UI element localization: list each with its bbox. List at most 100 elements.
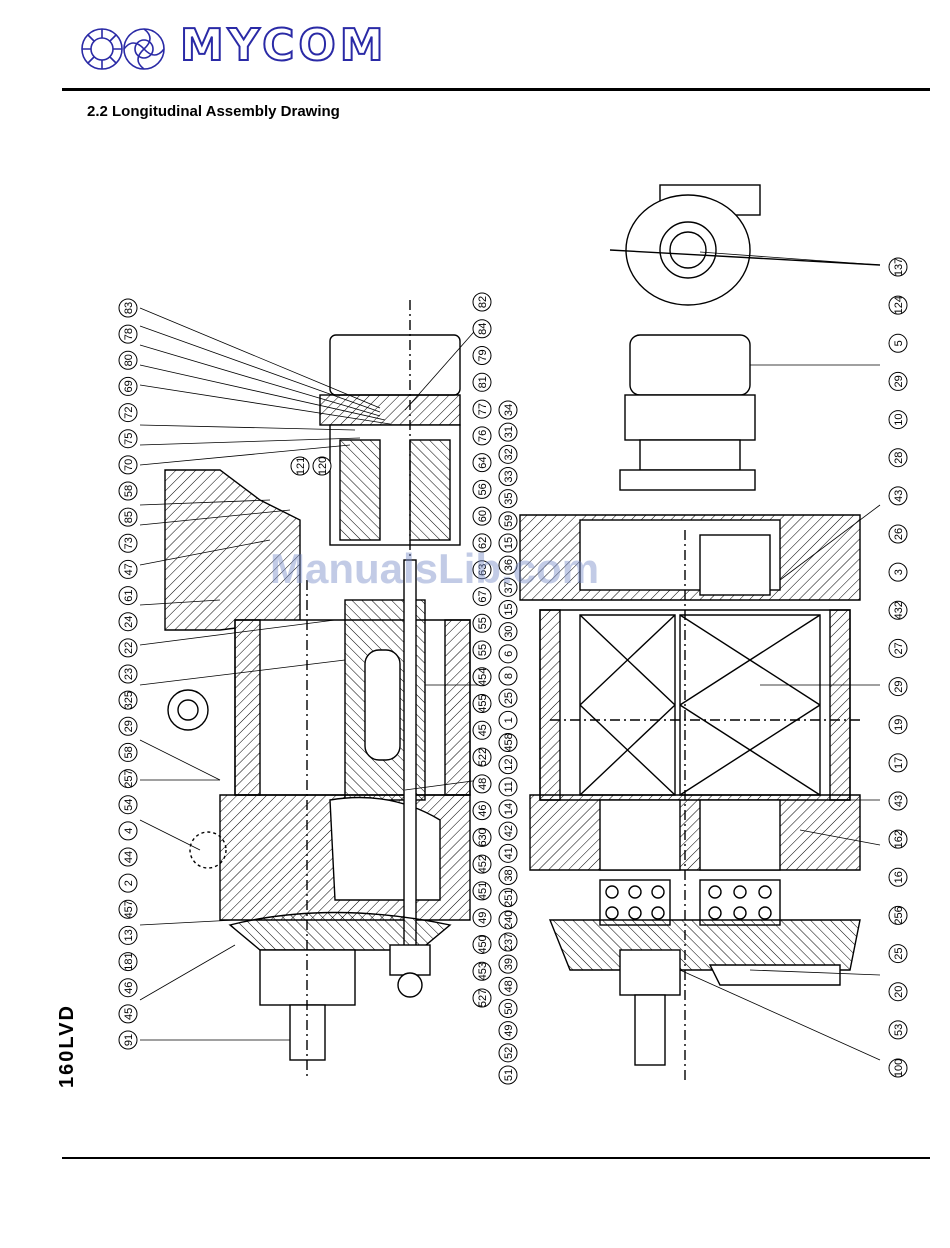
- callout-17: 17: [888, 753, 908, 773]
- callout-12: 12: [498, 755, 518, 775]
- callout-26: 26: [888, 524, 908, 544]
- callout-43: 43: [888, 486, 908, 506]
- callout-number: 162: [893, 830, 905, 848]
- callout-19: 19: [888, 715, 908, 735]
- callout-number: 29: [123, 720, 135, 732]
- callout-49: 49: [498, 1021, 518, 1041]
- callout-240: 240: [498, 910, 518, 930]
- callout-91: 91: [118, 1030, 138, 1050]
- callout-number: 121: [295, 457, 307, 475]
- callout-49: 49: [472, 908, 492, 928]
- callout-35: 35: [498, 489, 518, 509]
- section-title: 2.2 Longitudinal Assembly Drawing: [87, 103, 340, 120]
- callout-number: 325: [123, 691, 135, 709]
- callout-number: 58: [123, 485, 135, 497]
- callout-84: 84: [472, 319, 492, 339]
- callout-number: 100: [893, 1059, 905, 1077]
- callout-34: 34: [498, 400, 518, 420]
- callout-number: 55: [477, 617, 489, 629]
- callout-256: 256: [888, 905, 908, 925]
- callout-number: 1: [503, 717, 515, 723]
- callout-number: 46: [477, 804, 489, 816]
- callout-453: 453: [472, 961, 492, 981]
- callout-46: 46: [472, 801, 492, 821]
- callout-46: 46: [118, 978, 138, 998]
- callout-78: 78: [118, 324, 138, 344]
- callout-58: 58: [118, 742, 138, 762]
- callout-number: 70: [123, 459, 135, 471]
- callout-number: 240: [503, 911, 515, 929]
- callout-number: 59: [503, 515, 515, 527]
- callout-3: 3: [888, 562, 908, 582]
- callout-39: 39: [498, 954, 518, 974]
- callout-24: 24: [118, 612, 138, 632]
- callout-75: 75: [118, 429, 138, 449]
- callout-51: 51: [498, 1065, 518, 1085]
- callout-number: 75: [123, 433, 135, 445]
- callout-59: 59: [498, 511, 518, 531]
- callout-455: 455: [472, 694, 492, 714]
- callout-number: 630: [477, 828, 489, 846]
- leader-lines: [139, 251, 881, 1061]
- callout-47: 47: [118, 559, 138, 579]
- center-callout-column: 8284798177766456606263675555454455455224…: [472, 292, 492, 1008]
- callout-14: 14: [498, 799, 518, 819]
- callout-number: 181: [123, 952, 135, 970]
- callout-number: 61: [123, 589, 135, 601]
- callout-number: 44: [123, 851, 135, 863]
- callout-61: 61: [118, 586, 138, 606]
- callout-number: 37: [503, 581, 515, 593]
- callout-630: 630: [472, 827, 492, 847]
- callout-53: 53: [888, 1020, 908, 1040]
- callout-number: 29: [893, 375, 905, 387]
- callout-522: 522: [472, 747, 492, 767]
- callout-number: 48: [477, 778, 489, 790]
- callout-number: 454: [477, 668, 489, 686]
- callout-number: 41: [503, 847, 515, 859]
- callout-number: 458: [503, 733, 515, 751]
- callout-number: 453: [477, 962, 489, 980]
- callout-number: 39: [503, 958, 515, 970]
- callout-1: 1: [498, 710, 518, 730]
- callout-number: 452: [477, 855, 489, 873]
- callout-25: 25: [888, 944, 908, 964]
- callout-number: 63: [477, 564, 489, 576]
- callout-number: 80: [123, 354, 135, 366]
- callout-number: 124: [893, 296, 905, 314]
- callout-number: 45: [123, 1008, 135, 1020]
- callout-number: 31: [503, 426, 515, 438]
- callout-number: 42: [503, 825, 515, 837]
- callout-29: 29: [118, 716, 138, 736]
- callout-69: 69: [118, 376, 138, 396]
- callout-23: 23: [118, 664, 138, 684]
- callout-10: 10: [888, 410, 908, 430]
- callout-number: 50: [503, 1002, 515, 1014]
- callout-38: 38: [498, 866, 518, 885]
- callout-15: 15: [498, 600, 518, 619]
- callout-number: 19: [893, 719, 905, 731]
- callout-number: 16: [893, 871, 905, 883]
- callout-45: 45: [472, 720, 492, 740]
- callout-number: 78: [123, 328, 135, 340]
- callout-number: 67: [477, 590, 489, 602]
- callout-number: 251: [503, 888, 515, 906]
- callout-457: 457: [118, 899, 138, 919]
- callout-56: 56: [472, 479, 492, 499]
- callout-number: 28: [893, 452, 905, 464]
- callout-number: 3: [893, 569, 905, 575]
- callout-237: 237: [498, 932, 518, 952]
- callout-number: 10: [893, 413, 905, 425]
- callout-number: 45: [477, 724, 489, 736]
- callout-137: 137: [888, 257, 908, 277]
- callout-number: 8: [503, 673, 515, 679]
- callout-44: 44: [118, 847, 138, 867]
- callout-450: 450: [472, 934, 492, 954]
- callout-22: 22: [118, 638, 138, 658]
- callout-number: 60: [477, 510, 489, 522]
- callout-number: 77: [477, 403, 489, 415]
- callout-number: 83: [123, 302, 135, 314]
- callout-83: 83: [118, 298, 138, 318]
- callout-458: 458: [498, 733, 518, 752]
- callout-number: 2: [123, 880, 135, 886]
